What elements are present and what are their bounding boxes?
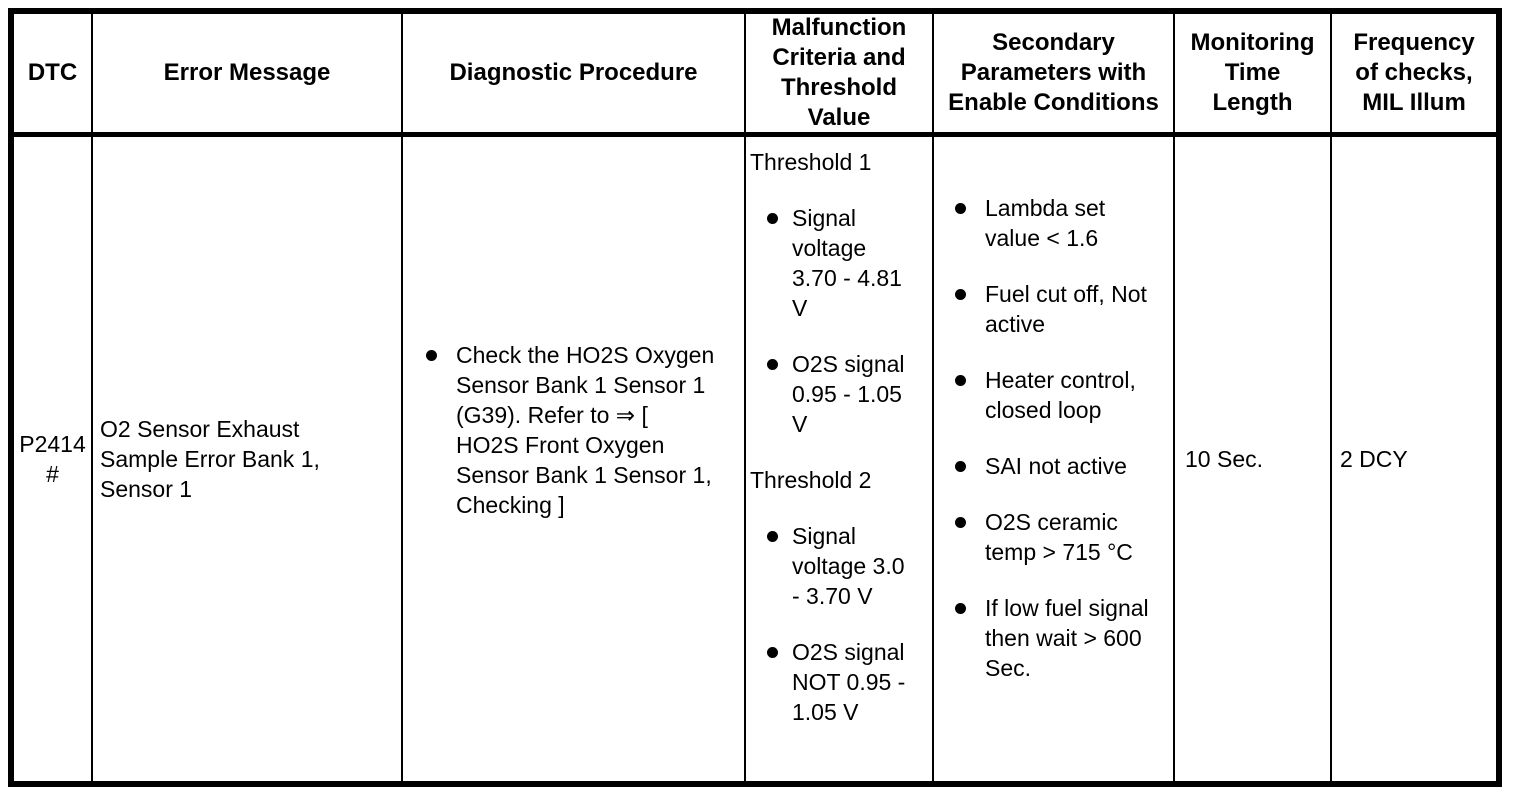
bullet-icon xyxy=(767,213,778,224)
table-row: P2414 # O2 Sensor Exhaust Sample Error B… xyxy=(14,137,1496,781)
header-label-diagnostic-procedure: Diagnostic Procedure xyxy=(449,59,698,86)
malfunction-bullet-text: O2S signal NOT 0.95 - 1.05 V xyxy=(792,639,906,725)
header-cell-monitoring-time: Monitoring Time Length xyxy=(1175,14,1332,137)
malfunction-bullet-item: O2S signal 0.95 - 1.05 V xyxy=(750,349,932,439)
bullet-icon xyxy=(767,647,778,658)
cell-malfunction-criteria: Threshold 1 Signal voltage 3.70 - 4.81 V… xyxy=(746,137,934,781)
cell-secondary-parameters: Lambda set value < 1.6 Fuel cut off, Not… xyxy=(934,137,1175,781)
secondary-bullet-item: If low fuel signal then wait > 600 Sec. xyxy=(934,593,1173,683)
cell-error-message: O2 Sensor Exhaust Sample Error Bank 1, S… xyxy=(93,137,403,781)
secondary-bullet-text: SAI not active xyxy=(985,453,1127,479)
diagnostic-text-line: HO2S Front Oxygen Sensor Bank 1 Sensor 1… xyxy=(456,432,712,518)
secondary-parameters-list: Lambda set value < 1.6 Fuel cut off, Not… xyxy=(934,193,1173,683)
secondary-bullet-text: If low fuel signal then wait > 600 Sec. xyxy=(985,595,1149,681)
malfunction-bullet-text: Signal voltage 3.0 - 3.70 V xyxy=(792,523,905,609)
table-header-row: DTC Error Message Diagnostic Procedure M… xyxy=(14,14,1496,137)
threshold-section-1: Threshold 1 Signal voltage 3.70 - 4.81 V… xyxy=(750,147,932,439)
header-label-error-message: Error Message xyxy=(163,59,331,86)
header-cell-error-message: Error Message xyxy=(93,14,403,137)
header-label-monitoring-time: Monitoring Time Length xyxy=(1190,29,1315,116)
bullet-icon xyxy=(955,461,966,472)
frequency-value: 2 DCY xyxy=(1340,446,1408,472)
secondary-bullet-text: Heater control, closed loop xyxy=(985,367,1136,423)
cell-monitoring-time: 10 Sec. xyxy=(1175,137,1332,781)
bullet-icon xyxy=(767,531,778,542)
dtc-diagnostics-table: DTC Error Message Diagnostic Procedure M… xyxy=(8,8,1502,787)
secondary-bullet-item: Heater control, closed loop xyxy=(934,365,1173,425)
secondary-bullet-item: Lambda set value < 1.6 xyxy=(934,193,1173,253)
cell-frequency-of-checks: 2 DCY xyxy=(1332,137,1496,781)
bullet-icon xyxy=(955,203,966,214)
malfunction-bullet-text: Signal voltage 3.70 - 4.81 V xyxy=(792,205,902,321)
header-cell-dtc: DTC xyxy=(14,14,93,137)
secondary-bullet-text: O2S ceramic temp > 715 °C xyxy=(985,509,1133,565)
malfunction-bullet-text: O2S signal 0.95 - 1.05 V xyxy=(792,351,905,437)
threshold-2-title: Threshold 2 xyxy=(750,467,872,493)
malfunction-bullet-item: O2S signal NOT 0.95 - 1.05 V xyxy=(750,637,932,727)
monitoring-time-value: 10 Sec. xyxy=(1185,446,1263,472)
bullet-icon xyxy=(426,350,437,361)
malfunction-bullet-item: Signal voltage 3.70 - 4.81 V xyxy=(750,203,932,323)
threshold-section-2: Threshold 2 Signal voltage 3.0 - 3.70 V … xyxy=(750,465,932,727)
header-cell-secondary-parameters: Secondary Parameters with Enable Conditi… xyxy=(934,14,1175,137)
secondary-bullet-item: SAI not active xyxy=(934,451,1173,481)
diagnostic-bullet-item: Check the HO2S Oxygen Sensor Bank 1 Sens… xyxy=(411,340,728,520)
secondary-bullet-text: Fuel cut off, Not active xyxy=(985,281,1147,337)
bullet-icon xyxy=(955,517,966,528)
diagnostic-procedure-text: Check the HO2S Oxygen Sensor Bank 1 Sens… xyxy=(456,340,728,520)
bullet-icon xyxy=(955,289,966,300)
cell-diagnostic-procedure: Check the HO2S Oxygen Sensor Bank 1 Sens… xyxy=(403,137,746,781)
header-label-malfunction-criteria: Malfunction Criteria and Threshold Value xyxy=(771,14,907,131)
header-label-dtc: DTC xyxy=(27,59,78,86)
bullet-icon xyxy=(955,375,966,386)
secondary-bullet-item: Fuel cut off, Not active xyxy=(934,279,1173,339)
header-cell-malfunction-criteria: Malfunction Criteria and Threshold Value xyxy=(746,14,934,137)
malfunction-bullet-item: Signal voltage 3.0 - 3.70 V xyxy=(750,521,932,611)
header-label-frequency: Frequency of checks, MIL Illum xyxy=(1353,29,1475,116)
error-message-text: O2 Sensor Exhaust Sample Error Bank 1, S… xyxy=(100,416,320,502)
bullet-icon xyxy=(767,359,778,370)
secondary-bullet-text: Lambda set value < 1.6 xyxy=(985,195,1106,251)
threshold-1-title: Threshold 1 xyxy=(750,149,872,175)
cell-dtc-code: P2414 # xyxy=(14,137,93,781)
diagnostic-text-line: Check the HO2S Oxygen Sensor Bank 1 Sens… xyxy=(456,342,715,428)
header-label-secondary-parameters: Secondary Parameters with Enable Conditi… xyxy=(948,29,1159,116)
dtc-code: P2414 # xyxy=(19,431,86,487)
header-cell-frequency: Frequency of checks, MIL Illum xyxy=(1332,14,1496,137)
bullet-icon xyxy=(955,603,966,614)
secondary-bullet-item: O2S ceramic temp > 715 °C xyxy=(934,507,1173,567)
header-cell-diagnostic-procedure: Diagnostic Procedure xyxy=(403,14,746,137)
